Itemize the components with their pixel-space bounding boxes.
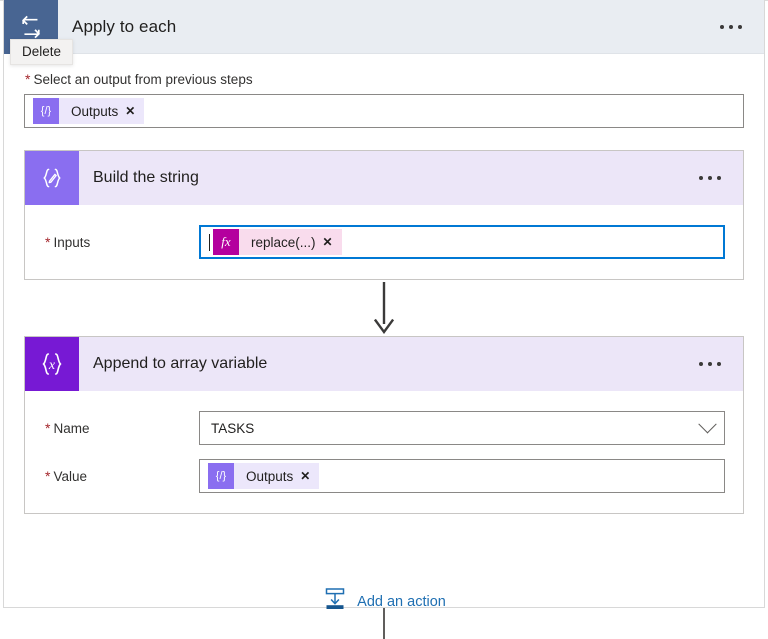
apply-to-each-scope: Apply to each *Select an output from pre… [3, 0, 765, 610]
inputs-expression-input[interactable]: fx replace(...) ✕ [199, 225, 725, 259]
field-label-text: Name [53, 420, 90, 436]
required-asterisk: * [45, 233, 51, 250]
remove-token-icon[interactable]: ✕ [322, 235, 333, 249]
field-label-text: Inputs [53, 234, 91, 250]
variable-value-input[interactable]: {/} Outputs ✕ [199, 459, 725, 493]
scope-input-label: *Select an output from previous steps [25, 72, 744, 87]
dynamic-content-icon: {/} [208, 463, 234, 489]
card-body: *Name TASKS *Value [25, 391, 743, 513]
variable-name-dropdown[interactable]: TASKS [199, 411, 725, 445]
field-label-inputs: *Inputs [43, 235, 199, 250]
insert-action-icon [322, 586, 348, 617]
menu-dot [729, 24, 733, 29]
field-label-value: *Value [43, 469, 199, 484]
field-row-value: *Value {/} Outputs ✕ [43, 459, 725, 493]
menu-dot [708, 176, 712, 180]
variable-braces-x-icon: x [25, 337, 79, 391]
token-outputs[interactable]: {/} Outputs ✕ [33, 98, 145, 124]
field-control-inputs: fx replace(...) ✕ [199, 225, 725, 259]
scope-body: *Select an output from previous steps {/… [4, 72, 764, 627]
menu-dot [717, 362, 721, 366]
text-caret [209, 233, 210, 251]
card-menu-button[interactable] [695, 170, 725, 186]
menu-dot [738, 24, 742, 29]
menu-dot [699, 362, 703, 366]
expression-fx-icon: fx [213, 229, 239, 255]
card-header: Build the string [25, 151, 743, 205]
compose-braces-icon [25, 151, 79, 205]
field-row-inputs: *Inputs fx replace(...) ✕ [43, 225, 725, 259]
flow-connector-arrow [24, 280, 744, 336]
flow-connector-stub [383, 608, 385, 639]
scope-header: Apply to each [4, 0, 764, 54]
dynamic-content-icon: {/} [33, 98, 59, 124]
card-body: *Inputs fx replace(...) ✕ [25, 205, 743, 279]
page-title: Apply to each [72, 16, 177, 36]
token-label: replace(...) [251, 234, 316, 250]
required-asterisk: * [45, 419, 51, 436]
field-row-name: *Name TASKS [43, 411, 725, 445]
card-title: Build the string [93, 169, 199, 186]
token-expression[interactable]: fx replace(...) ✕ [213, 229, 342, 255]
token-label: Outputs [71, 103, 119, 119]
card-header: x Append to array variable [25, 337, 743, 391]
menu-dot [708, 362, 712, 366]
variable-name-value: TASKS [211, 420, 255, 436]
svg-text:x: x [48, 358, 56, 373]
remove-token-icon[interactable]: ✕ [300, 469, 311, 483]
add-action-container: Add an action [24, 586, 744, 627]
field-label-text: Value [53, 468, 87, 484]
chevron-down-icon[interactable] [698, 414, 717, 433]
card-title: Append to array variable [93, 355, 268, 372]
field-label-name: *Name [43, 421, 199, 436]
card-menu-button[interactable] [695, 356, 725, 372]
token-label: Outputs [246, 468, 294, 484]
delete-tooltip: Delete [10, 39, 74, 65]
required-asterisk: * [45, 467, 51, 484]
field-control-value: {/} Outputs ✕ [199, 459, 725, 493]
add-action-button[interactable]: Add an action [322, 586, 446, 617]
add-action-label: Add an action [357, 593, 446, 610]
scope-menu-button[interactable] [716, 19, 746, 35]
action-card-compose: Build the string *Inputs [24, 150, 744, 280]
menu-dot [699, 176, 703, 180]
scope-output-input[interactable]: {/} Outputs ✕ [24, 94, 744, 128]
remove-token-icon[interactable]: ✕ [125, 104, 136, 118]
scope-input-label-text: Select an output from previous steps [33, 72, 253, 87]
required-asterisk: * [25, 71, 31, 87]
menu-dot [720, 24, 724, 29]
menu-dot [717, 176, 721, 180]
token-outputs[interactable]: {/} Outputs ✕ [208, 463, 320, 489]
action-card-append-array: x Append to array variable *Name [24, 336, 744, 514]
field-control-name: TASKS [199, 411, 725, 445]
